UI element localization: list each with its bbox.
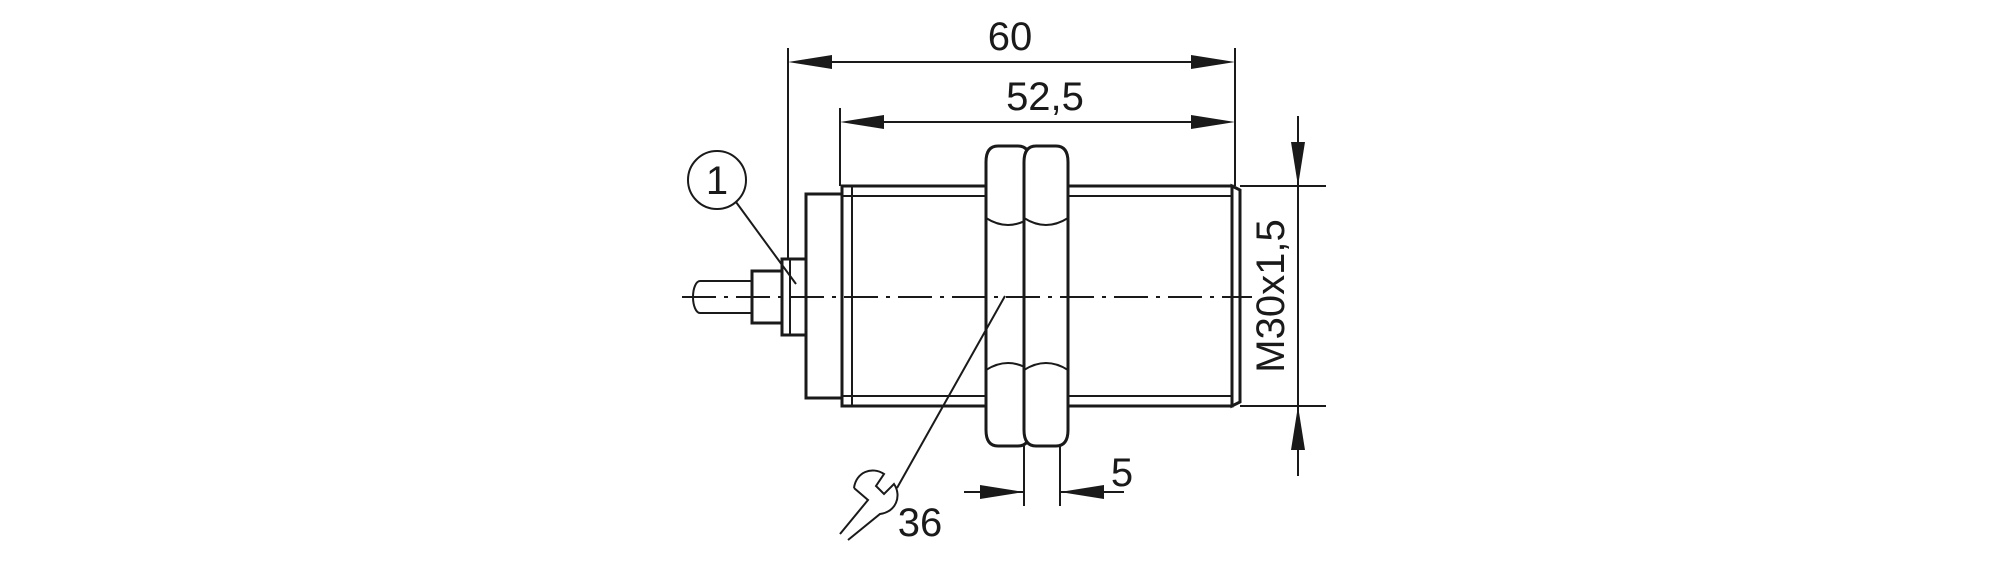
callout-1-label: 1 <box>706 159 728 203</box>
dimension-thread: M30x1,5 <box>1240 116 1326 476</box>
cable <box>692 280 753 314</box>
wrench-icon <box>839 469 899 541</box>
dimension-52-5: 52,5 <box>839 75 1235 186</box>
wrench-callout: 36 <box>839 295 1006 545</box>
dimension-thread-label: M30x1,5 <box>1249 219 1293 372</box>
dimension-60: 60 <box>787 15 1236 258</box>
callout-1: 1 <box>687 150 797 285</box>
dimension-5: 5 <box>964 446 1133 506</box>
dimension-60-label: 60 <box>988 15 1033 59</box>
dimension-52-5-label: 52,5 <box>1006 75 1084 119</box>
wrench-size-label: 36 <box>898 501 943 545</box>
lock-nut-right <box>1022 144 1070 448</box>
dimension-5-label: 5 <box>1111 451 1133 495</box>
